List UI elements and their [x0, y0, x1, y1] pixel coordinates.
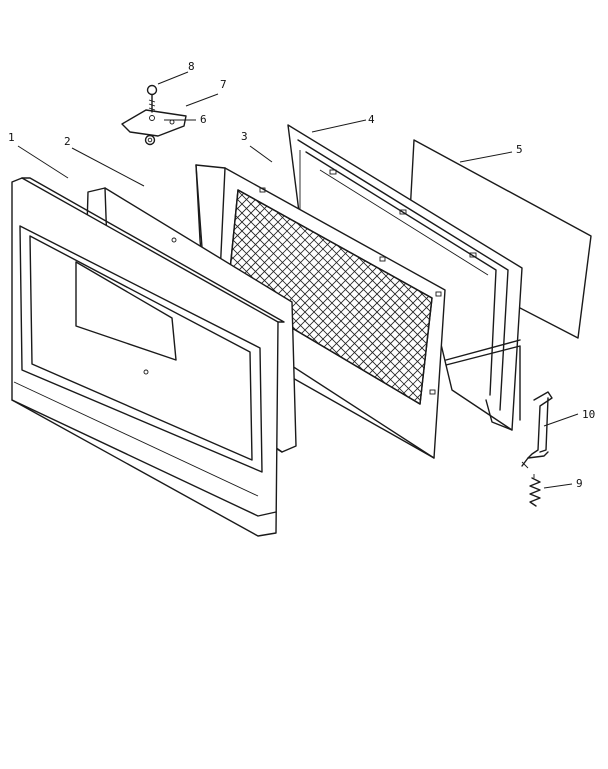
label-part-7: 7: [220, 78, 227, 91]
mesh-line: [590, 150, 608, 450]
label-part-1: 1: [8, 131, 15, 144]
leader-lines: [17, 71, 579, 489]
label-part-10: 10: [582, 408, 595, 421]
mesh-line: [228, 190, 432, 404]
mesh-line: [228, 190, 432, 404]
label-part-2: 2: [64, 135, 71, 148]
label-part-8: 8: [188, 60, 195, 73]
part-10-latch: [521, 391, 553, 469]
part-1-outer-door: [11, 177, 285, 537]
mesh-line: [584, 150, 608, 450]
mesh-line: [599, 150, 608, 450]
mesh-line: [581, 150, 608, 450]
part-6-nut: [144, 134, 156, 146]
mesh-line: [602, 150, 608, 450]
mesh-line: [364, 190, 432, 404]
label-part-6: 6: [200, 113, 207, 126]
mesh-line: [228, 190, 297, 404]
label-part-9: 9: [576, 477, 583, 490]
part-8-screw: [146, 84, 158, 113]
part-7-bracket: [121, 109, 187, 137]
mesh-line: [593, 150, 608, 450]
mesh-line: [0, 150, 8, 450]
label-part-3: 3: [241, 130, 248, 143]
label-part-5: 5: [516, 143, 523, 156]
part-9-spring: [529, 474, 541, 507]
part-labels: 1 2 3 4 5 6 7 8 9 10: [8, 60, 595, 490]
label-part-4: 4: [368, 113, 375, 126]
